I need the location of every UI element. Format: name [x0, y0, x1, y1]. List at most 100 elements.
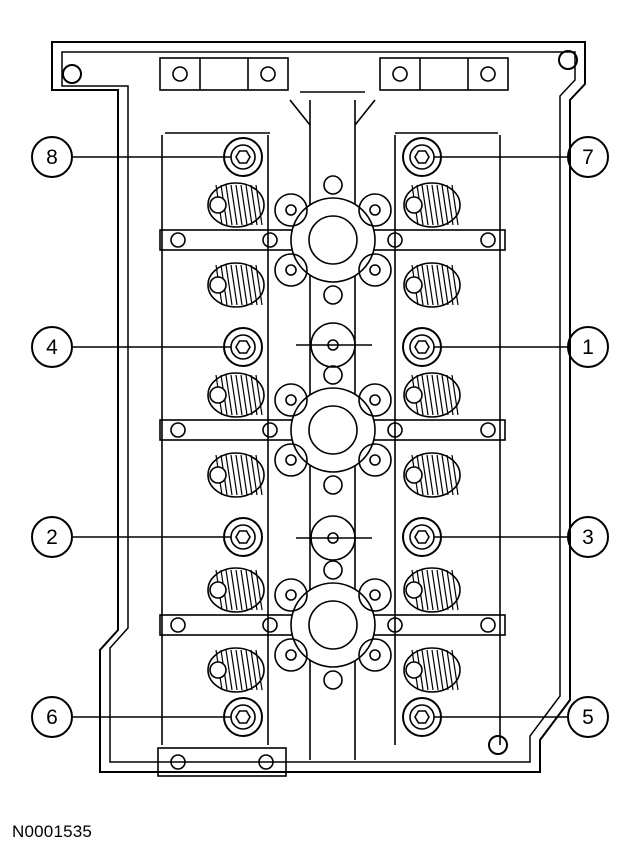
head-bolt-hex	[235, 340, 251, 354]
spring-coil	[431, 264, 439, 306]
spring-outline	[207, 567, 265, 613]
lobe-hole	[285, 649, 297, 661]
bridge-bolt-icon	[262, 617, 278, 633]
spring-coil	[240, 569, 248, 611]
spring-coil	[426, 374, 434, 416]
spring-coil	[446, 569, 454, 611]
lobe-boss	[274, 193, 308, 227]
spring-coil	[426, 184, 434, 226]
lobe-hole	[369, 394, 381, 406]
spring-coil	[235, 454, 243, 496]
cap-bolt-icon	[172, 66, 188, 82]
spring-coil	[230, 184, 238, 226]
lobe-boss	[358, 253, 392, 287]
spring-coil	[235, 374, 243, 416]
callout-circle	[31, 326, 73, 368]
spring-coil	[255, 454, 263, 496]
lobe-hole	[285, 264, 297, 276]
head-bolt-socket	[409, 704, 435, 730]
lobe-hole	[369, 264, 381, 276]
bolt-sequence-number: 1	[582, 336, 594, 359]
spring-coil	[250, 374, 258, 416]
valve-cap	[209, 466, 227, 484]
spring-coil	[250, 569, 258, 611]
spring-coil	[441, 569, 449, 611]
spring-coil	[255, 649, 263, 691]
lobe-boss	[274, 578, 308, 612]
spring-coil	[436, 569, 444, 611]
spring-coil	[446, 454, 454, 496]
spring-coil	[421, 374, 429, 416]
head-bolt-hex	[414, 340, 430, 354]
spring-coil	[255, 569, 263, 611]
valve-spring-icon	[207, 262, 265, 308]
valve-spring-icon	[207, 647, 265, 693]
top-brace	[289, 91, 376, 126]
lobe-boss	[274, 253, 308, 287]
lobe-boss	[358, 638, 392, 672]
spring-coil	[451, 454, 459, 496]
valve-spring-icon	[403, 647, 461, 693]
head-bolt-hex	[414, 530, 430, 544]
valve-spring-icon	[403, 372, 461, 418]
lobe-hole	[369, 454, 381, 466]
spring-coil	[240, 184, 248, 226]
head-bolt-socket	[230, 704, 256, 730]
lobe-boss	[274, 383, 308, 417]
spring-coil	[426, 569, 434, 611]
lobe-boss	[358, 443, 392, 477]
bridge-bolt-icon	[387, 232, 403, 248]
valve-spring-icon	[403, 182, 461, 228]
spring-coil	[431, 374, 439, 416]
valve-cap	[405, 386, 423, 404]
lobe-hole	[285, 394, 297, 406]
spring-coil	[441, 454, 449, 496]
lobe-boss	[358, 383, 392, 417]
spring-coil	[255, 184, 263, 226]
bridge-bolt-icon	[262, 422, 278, 438]
head-bolt-socket	[409, 524, 435, 550]
spring-coil	[245, 454, 253, 496]
lobe-boss	[274, 443, 308, 477]
spring-outline	[207, 647, 265, 693]
spring-coil	[441, 649, 449, 691]
spring-coil	[431, 454, 439, 496]
spring-coil	[240, 264, 248, 306]
spring-coil	[235, 264, 243, 306]
bridge-bolt-icon	[387, 422, 403, 438]
spring-coil	[230, 374, 238, 416]
bridge-bolt-icon	[387, 617, 403, 633]
spring-coil	[431, 569, 439, 611]
spring-coil	[255, 264, 263, 306]
spring-coil	[446, 374, 454, 416]
bolt-sequence-number: 7	[582, 146, 594, 169]
cap-bolt-icon	[258, 754, 274, 770]
valve-cap	[209, 661, 227, 679]
lobe-hole	[369, 204, 381, 216]
spring-outline	[403, 262, 461, 308]
head-bolt-socket	[409, 144, 435, 170]
spring-coil	[230, 454, 238, 496]
spring-coil	[446, 264, 454, 306]
spring-coil	[225, 454, 233, 496]
head-bolt-socket	[230, 524, 256, 550]
spring-coil	[426, 454, 434, 496]
journal-boss	[290, 387, 376, 473]
spring-coil	[225, 184, 233, 226]
cap-bolt-icon	[480, 66, 496, 82]
valve-cap	[405, 661, 423, 679]
valve-cap	[405, 196, 423, 214]
spring-coil	[250, 264, 258, 306]
journal-bore	[308, 405, 358, 455]
spring-coil	[451, 264, 459, 306]
top-bearing-cap	[159, 57, 289, 91]
spring-coil	[441, 184, 449, 226]
spring-coil	[441, 264, 449, 306]
spring-coil	[245, 649, 253, 691]
spring-coil	[230, 649, 238, 691]
journal-bore	[308, 215, 358, 265]
spring-coil	[446, 649, 454, 691]
valve-spring-icon	[403, 567, 461, 613]
callout-circle	[567, 136, 609, 178]
